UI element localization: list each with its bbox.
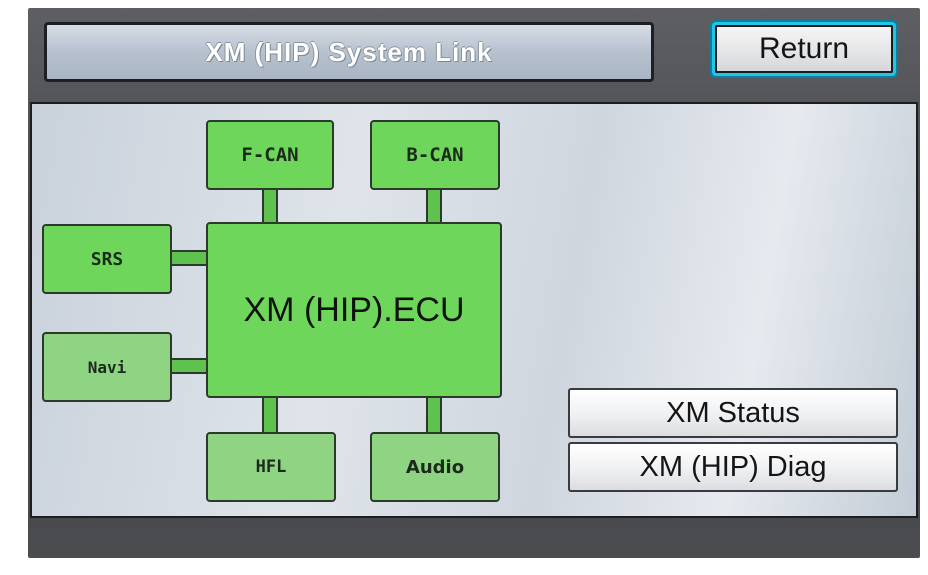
link-ecu-audio [426,396,442,434]
page-title: XM (HIP) System Link [205,36,493,67]
xm-status-button[interactable]: XM Status [568,388,898,438]
node-hfl[interactable]: HFL [206,432,336,502]
link-srs-ecu [170,250,210,266]
link-ecu-hfl [262,396,278,434]
node-fcan[interactable]: F-CAN [206,120,334,190]
node-bcan[interactable]: B-CAN [370,120,500,190]
title-bar: XM (HIP) System Link [44,22,654,82]
node-navi[interactable]: Navi [42,332,172,402]
link-bcan-ecu [426,188,442,224]
node-srs[interactable]: SRS [42,224,172,294]
return-button[interactable]: Return [712,22,896,76]
node-audio[interactable]: Audio [370,432,500,502]
link-navi-ecu [170,358,210,374]
node-ecu[interactable]: XM (HIP).ECU [206,222,502,398]
link-fcan-ecu [262,188,278,224]
xm-hip-diag-button[interactable]: XM (HIP) Diag [568,442,898,492]
